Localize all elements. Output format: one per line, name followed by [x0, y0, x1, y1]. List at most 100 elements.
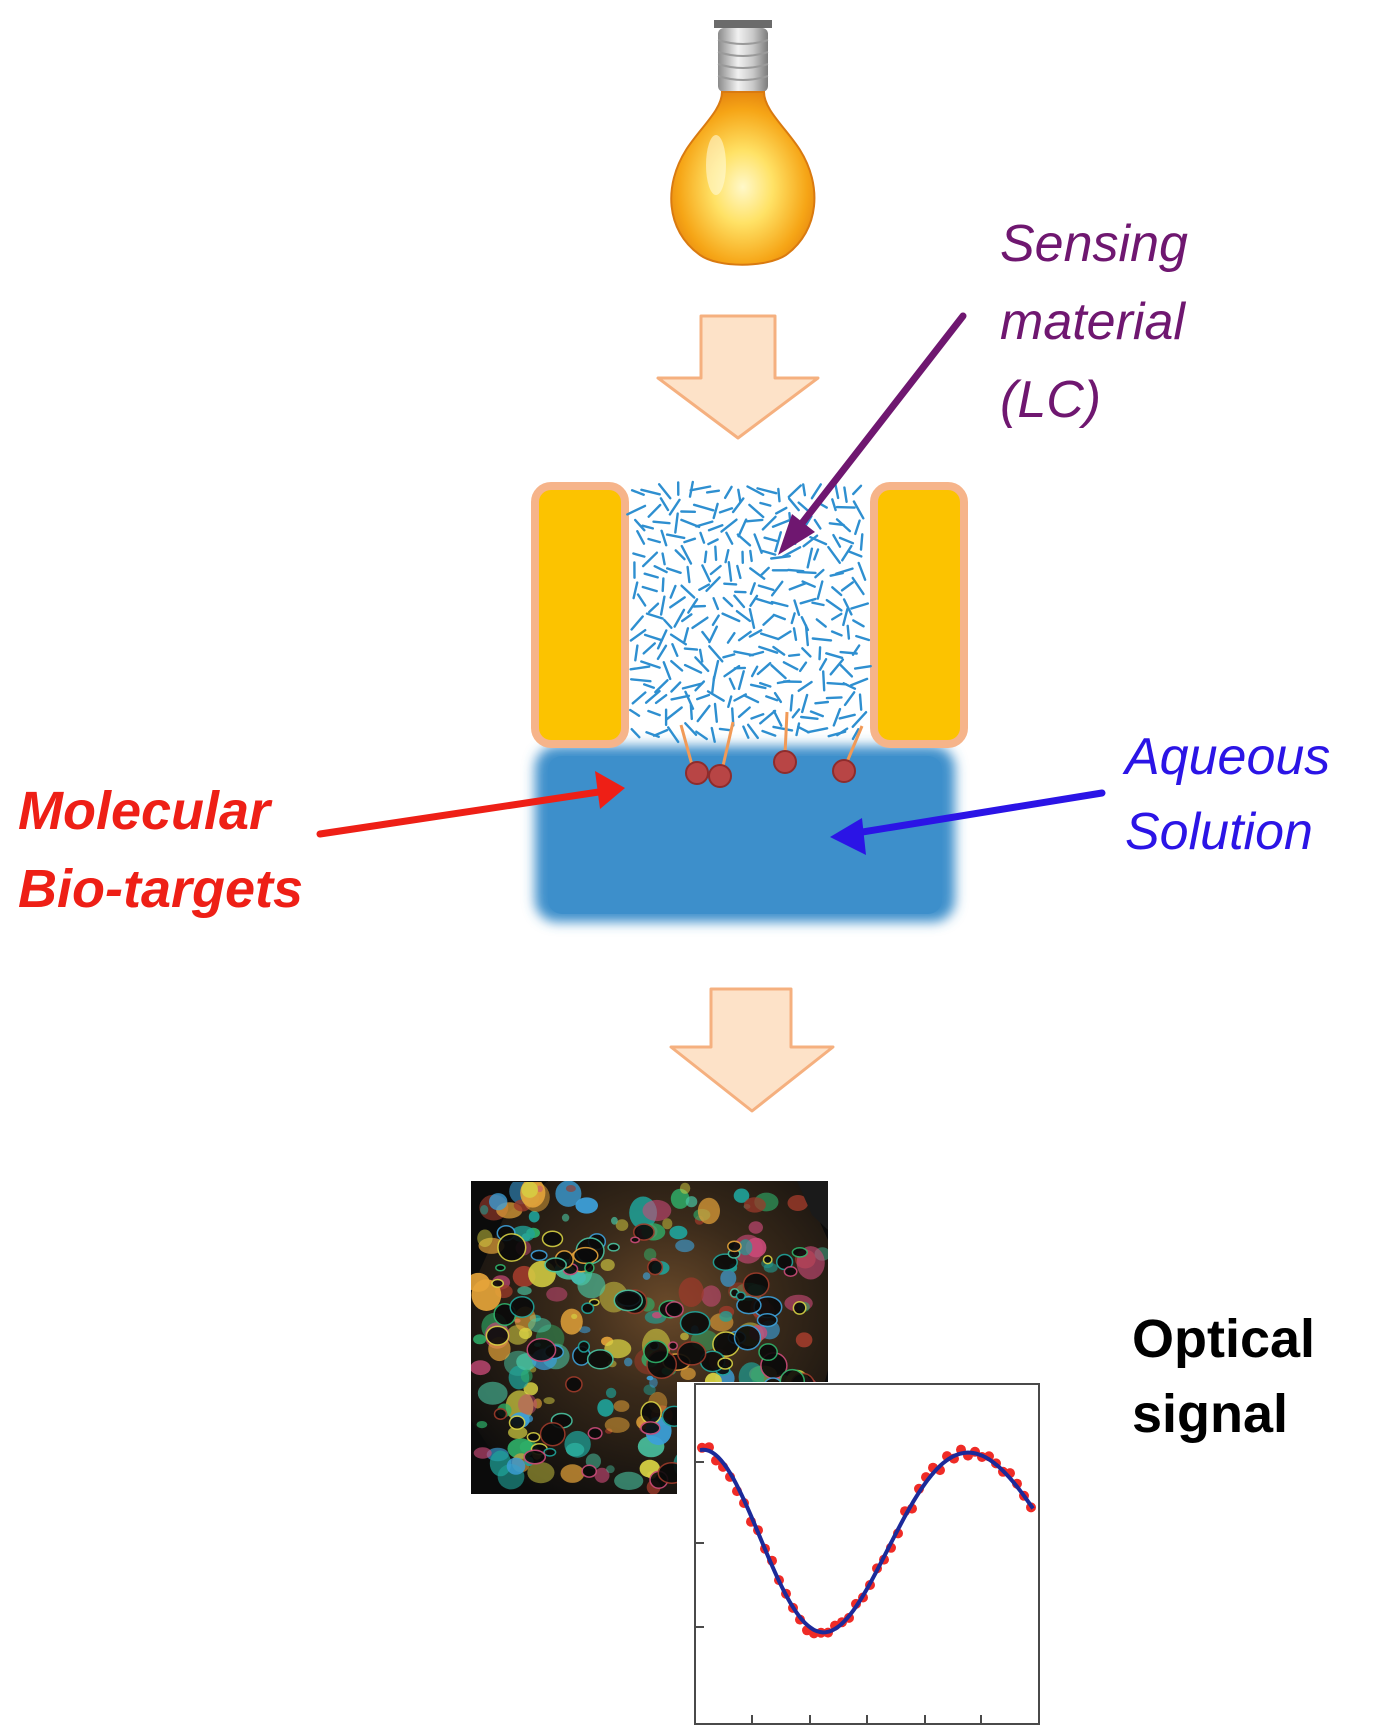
- lc-molecule: [749, 582, 756, 595]
- lc-molecule: [735, 610, 752, 623]
- signal-plot: [677, 1382, 1040, 1735]
- lc-molecule: [749, 594, 759, 607]
- lc-molecule: [809, 710, 824, 718]
- lc-molecule: [759, 681, 772, 688]
- micrograph-texture-blob: [680, 1332, 689, 1341]
- lc-molecule: [630, 678, 652, 683]
- micrograph-texture-hole: [581, 1464, 598, 1478]
- lc-molecule: [727, 695, 733, 708]
- lc-molecule: [712, 502, 719, 520]
- lc-molecule: [806, 727, 829, 734]
- micrograph-texture-blob: [523, 1382, 539, 1396]
- lc-molecule: [777, 630, 792, 641]
- micrograph-texture-blob: [678, 1277, 704, 1307]
- lc-molecule: [797, 725, 810, 734]
- lc-molecule: [835, 567, 854, 575]
- sensing-label-line: (LC): [1000, 371, 1102, 429]
- micrograph-texture-hole: [679, 1310, 711, 1336]
- micrograph-texture-hole: [508, 1415, 526, 1431]
- lc-molecule: [761, 549, 777, 556]
- lc-molecule: [670, 681, 682, 693]
- micrograph-texture-blob: [605, 1387, 617, 1399]
- micrograph-texture-blob: [528, 1210, 540, 1223]
- lc-molecule: [756, 487, 778, 495]
- lc-molecule: [842, 682, 857, 690]
- lc-molecule: [731, 497, 745, 514]
- lc-molecule: [846, 624, 851, 640]
- lc-molecule: [748, 503, 765, 519]
- micrograph-texture-hole: [756, 1312, 778, 1328]
- micrograph-texture-blob: [738, 1239, 753, 1256]
- lc-molecule: [671, 643, 679, 657]
- lc-molecule: [681, 613, 693, 623]
- lc-molecule: [748, 629, 763, 638]
- lc-molecule: [775, 506, 788, 515]
- micrograph-texture-blob: [697, 1197, 721, 1225]
- bio-target: [832, 759, 856, 783]
- lc-molecule: [831, 612, 843, 621]
- lc-molecule: [713, 702, 718, 723]
- lc-molecule: [787, 653, 801, 657]
- lc-molecule: [706, 690, 725, 702]
- micrograph-texture-hole: [572, 1246, 599, 1265]
- micrograph-texture-blob: [565, 1185, 576, 1192]
- lc-molecule: [761, 515, 777, 531]
- micrograph-texture-blob: [597, 1399, 614, 1417]
- lc-molecule: [797, 680, 813, 692]
- micrograph-texture-hole: [727, 1240, 742, 1253]
- lc-molecule: [755, 597, 774, 605]
- micrograph-texture-blob: [787, 1195, 809, 1211]
- micrograph-texture-blob: [680, 1367, 696, 1381]
- lc-molecule: [660, 529, 668, 547]
- lc-molecule: [762, 614, 775, 626]
- lc-molecule: [814, 568, 825, 579]
- lc-molecule: [686, 565, 691, 584]
- lc-molecule: [849, 677, 869, 687]
- lc-molecule: [695, 730, 708, 741]
- lc-molecule: [838, 536, 855, 545]
- lc-molecule: [838, 713, 856, 720]
- lc-molecule: [773, 691, 783, 704]
- lc-molecule: [746, 485, 765, 496]
- aqueous-label-line: Solution: [1125, 803, 1313, 861]
- lc-molecule: [797, 501, 810, 513]
- micrograph-texture-blob: [642, 1272, 651, 1280]
- lc-molecule: [802, 483, 807, 497]
- lc-molecule: [813, 548, 820, 561]
- lc-molecule: [748, 650, 765, 657]
- lc-molecule: [718, 727, 732, 732]
- lc-molecule: [689, 485, 712, 492]
- micrograph-texture-hole: [523, 1449, 547, 1465]
- lc-molecule: [641, 524, 654, 530]
- micrograph-texture-blob: [652, 1312, 662, 1319]
- micrograph-texture-blob: [613, 1400, 630, 1412]
- optical-signal-label: Optical signal: [1132, 1302, 1315, 1452]
- lc-molecule: [806, 547, 814, 569]
- micrograph-texture-blob: [720, 1269, 737, 1287]
- lc-molecule: [698, 648, 704, 663]
- micrograph-texture-hole: [584, 1262, 595, 1274]
- micrograph-texture-hole: [640, 1421, 661, 1435]
- lc-molecule: [798, 661, 808, 673]
- lc-molecule: [795, 722, 801, 737]
- micrograph-texture-blob: [669, 1225, 688, 1240]
- lc-molecule: [799, 597, 817, 605]
- lc-molecule: [770, 580, 784, 597]
- lc-molecule: [834, 482, 840, 500]
- lc-molecule: [772, 613, 786, 621]
- micrograph-texture-blob: [733, 1188, 750, 1203]
- lc-molecule: [737, 670, 745, 691]
- lc-molecule: [722, 653, 736, 659]
- lc-molecule: [642, 642, 656, 655]
- left-electrode: [531, 482, 629, 748]
- lc-molecule: [710, 726, 716, 743]
- lc-molecule: [825, 696, 843, 700]
- lc-molecule: [771, 519, 791, 528]
- sensing-label-line: Sensing: [1000, 215, 1188, 273]
- lc-molecule: [680, 544, 693, 565]
- lc-molecule: [698, 583, 711, 591]
- lc-molecule: [708, 625, 718, 644]
- micrograph-texture-hole: [791, 1247, 808, 1258]
